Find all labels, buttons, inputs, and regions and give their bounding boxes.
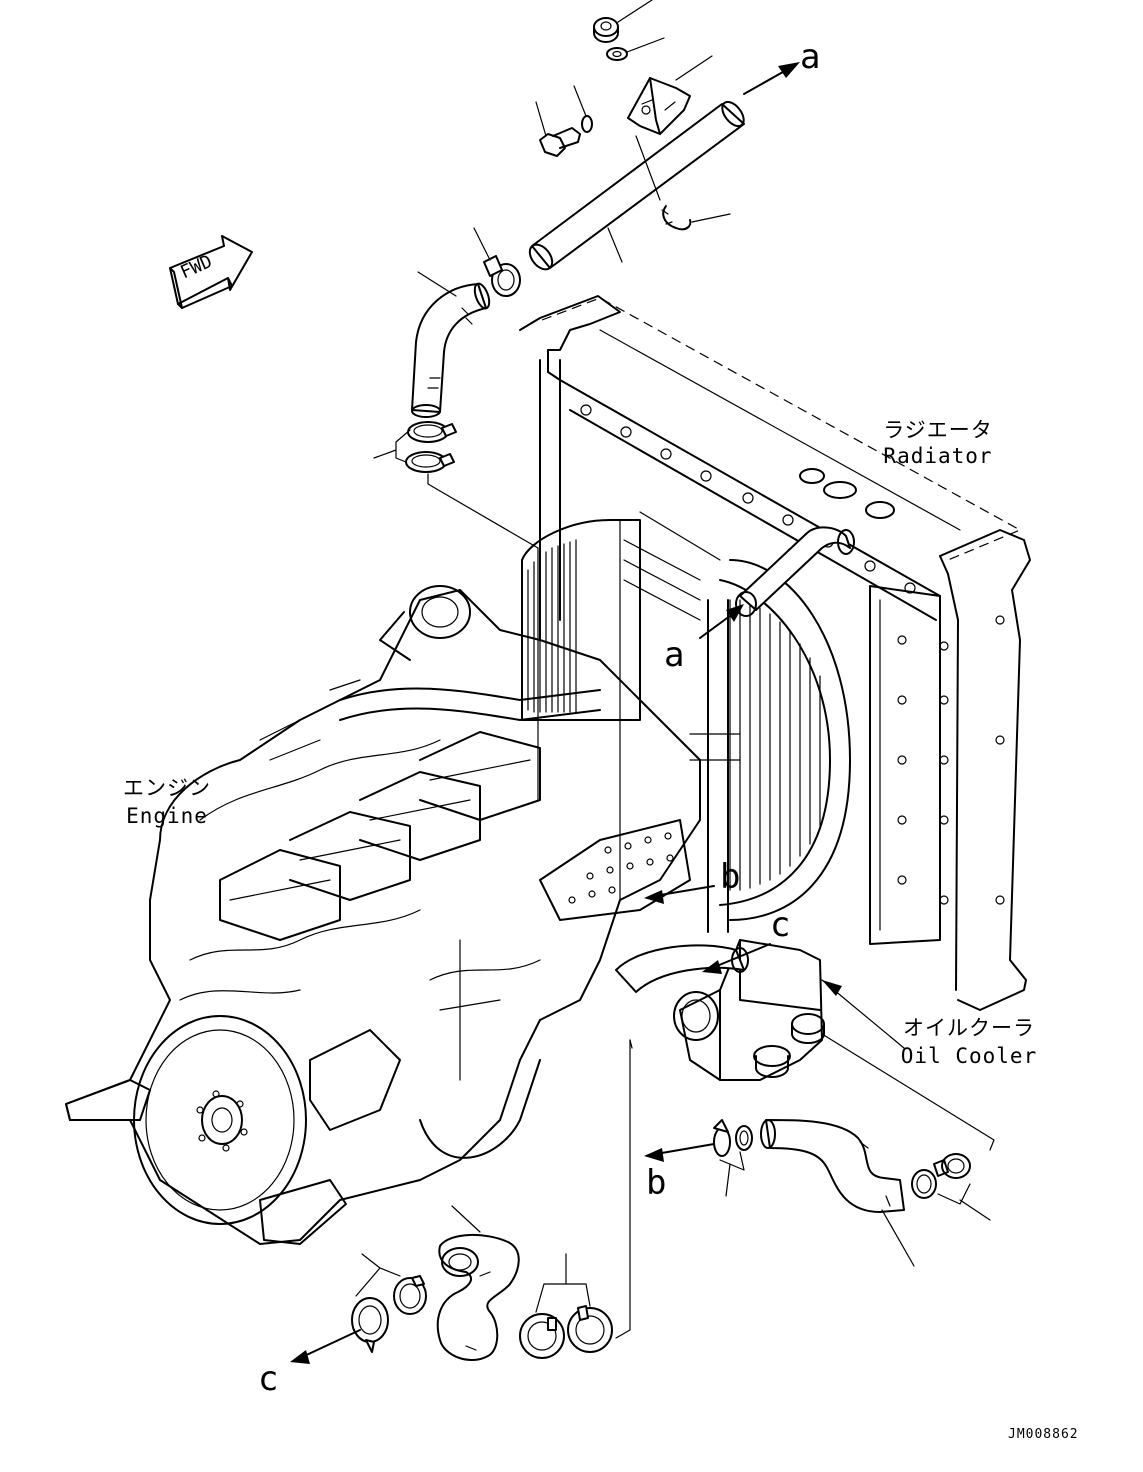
turbocharger: [379, 585, 471, 661]
elbow-hose: [411, 271, 491, 418]
hose-clamp-upper: [473, 227, 521, 297]
callout-letter-c-lower: c: [258, 1359, 279, 1399]
engine-side-plate: [539, 819, 691, 921]
engine-label-en: Engine: [126, 804, 208, 828]
radiator-upper-hose: [735, 526, 855, 617]
callout-letter-c-cooler: c: [770, 905, 791, 945]
lower-hose-set-c: [351, 1205, 613, 1361]
radiator-bolts: [580, 404, 916, 594]
cylinder-heads: [219, 731, 541, 941]
radiator-label-en: Radiator: [883, 444, 993, 468]
drawing-code: JM008862: [1008, 1427, 1079, 1442]
fwd-arrow-symbol: [169, 235, 253, 309]
oil-cooler-label-ja: オイルクーラ: [903, 1016, 1035, 1040]
engine-label-ja: エンジン: [123, 776, 211, 800]
wiring-harness: [179, 679, 541, 1081]
radiator-label-ja: ラジエータ: [883, 418, 993, 442]
flow-arrow-a-top: [743, 62, 800, 95]
radiator-assembly: [519, 295, 1031, 1011]
pipe-bracket: [627, 55, 713, 135]
upper-pipe-assembly: [373, 0, 800, 801]
oil-cooler-assembly: [615, 939, 995, 1339]
callout-arrows: [290, 604, 771, 1364]
callout-letter-a-radiator: a: [664, 635, 685, 675]
lower-hose-set-right: [760, 1119, 991, 1267]
engine-assembly: [65, 585, 701, 1245]
washer: [606, 37, 665, 61]
bolt: [535, 85, 593, 157]
lower-hose-set-b: [713, 1119, 753, 1197]
callout-letter-a-top: a: [800, 37, 821, 77]
callout-letter-b-engine: b: [720, 857, 741, 897]
tube-clip: [661, 205, 731, 231]
oil-cooler-label-en: Oil Cooler: [900, 1044, 1038, 1068]
nut: [593, 0, 653, 43]
straight-tube: [528, 100, 745, 271]
frame-bolts-right: [897, 615, 1005, 905]
flywheel-housing: [133, 1015, 307, 1225]
radiator-core: [619, 511, 721, 901]
hose-clamps-lower-pair: [373, 421, 539, 801]
callout-letter-b-lower: b: [646, 1163, 667, 1203]
